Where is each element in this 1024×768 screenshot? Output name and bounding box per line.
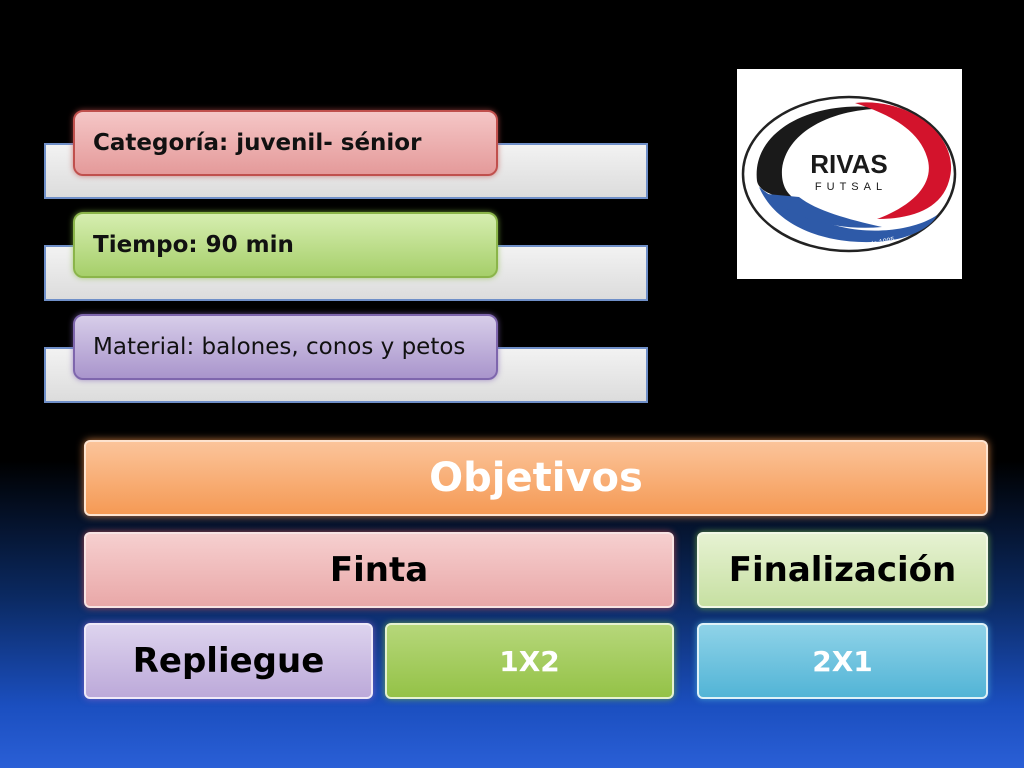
tiempo-label: Tiempo: 90 min [73,212,498,278]
rivas-futsal-logo: RIVAS FUTSAL desde 1995 [737,69,962,279]
finalizacion-box: Finalización [697,532,988,608]
logo-graphic: RIVAS FUTSAL desde 1995 [741,95,957,253]
material-label: Material: balones, conos y petos [73,314,498,380]
repliegue-box: Repliegue [84,623,373,699]
categoria-label: Categoría: juvenil- sénior [73,110,498,176]
logo-name: RIVAS [810,149,888,179]
one-vs-two-box: 1X2 [385,623,674,699]
logo-subtitle: FUTSAL [815,181,887,193]
two-vs-one-box: 2X1 [697,623,988,699]
finta-box: Finta [84,532,674,608]
objetivos-header: Objetivos [84,440,988,516]
